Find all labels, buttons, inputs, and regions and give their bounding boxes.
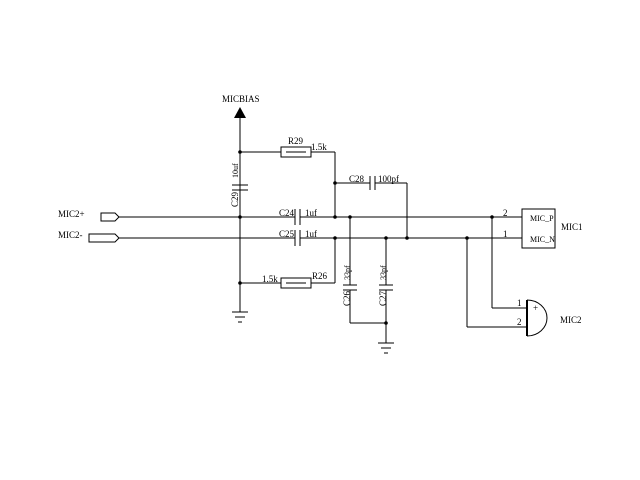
mic1-pin1: 1 (503, 229, 508, 239)
mic1-pin-n: MIC_N (530, 235, 555, 244)
c27-ref: C27 (378, 290, 388, 306)
r26-ref: R26 (312, 271, 328, 281)
capacitor-c24 (294, 209, 301, 225)
microphone-mic2: + 1 2 MIC2 (466, 217, 582, 337)
c24-ref: C24 (279, 208, 295, 218)
connector-mic1: 2 1 MIC_P MIC_N MIC1 (503, 208, 583, 249)
c29-value: 10uf (231, 163, 240, 178)
mic2-pos-label: MIC2+ (58, 209, 85, 219)
capacitor-c29: 10uf C29 (230, 163, 248, 207)
micbias-net: MICBIAS (222, 94, 260, 312)
mic1-ref: MIC1 (561, 222, 583, 232)
mic2-pos-port-icon (100, 212, 120, 222)
ground-left-icon (232, 311, 248, 323)
resistor-r26: 1.5k R26 (238, 238, 336, 289)
mic2-ref: MIC2 (560, 315, 582, 325)
mic2-neg-net: MIC2- C25 1uf (58, 229, 522, 243)
mic1-pin2: 2 (503, 208, 508, 218)
r29-ref: R29 (288, 136, 304, 146)
r29-value: 1.5k (311, 142, 327, 152)
c28-ref: C28 (349, 174, 365, 184)
c25-value: 1uf (305, 229, 317, 239)
mic2-pos-net: MIC2+ C24 1uf (58, 208, 522, 222)
micbias-arrow-icon (234, 107, 246, 118)
ground-center-icon (378, 342, 394, 354)
resistor-r29: R29 1.5k (238, 136, 336, 217)
mic1-pin-p: MIC_P (530, 214, 554, 223)
mic2-neg-label: MIC2- (58, 230, 83, 240)
mic2-neg-port-icon (88, 233, 120, 243)
c27-value: 33pf (379, 265, 388, 280)
micbias-label: MICBIAS (222, 94, 260, 104)
c29-ref: C29 (230, 191, 240, 207)
r26-value: 1.5k (262, 274, 278, 284)
capacitor-c25 (294, 230, 301, 246)
c25-ref: C25 (279, 229, 295, 239)
c26-value: 33pf (343, 265, 352, 280)
mic2-plus: + (533, 303, 538, 313)
capacitor-c27: 33pf C27 (378, 238, 393, 343)
c26-ref: C26 (342, 290, 352, 306)
mic2-pin2: 2 (517, 317, 522, 327)
c24-value: 1uf (305, 208, 317, 218)
c28-value: 100pf (378, 174, 399, 184)
capacitor-c28: C28 100pf (333, 174, 408, 238)
mic2-pin1: 1 (517, 298, 522, 308)
capacitor-c26: 33pf C26 (342, 217, 386, 324)
